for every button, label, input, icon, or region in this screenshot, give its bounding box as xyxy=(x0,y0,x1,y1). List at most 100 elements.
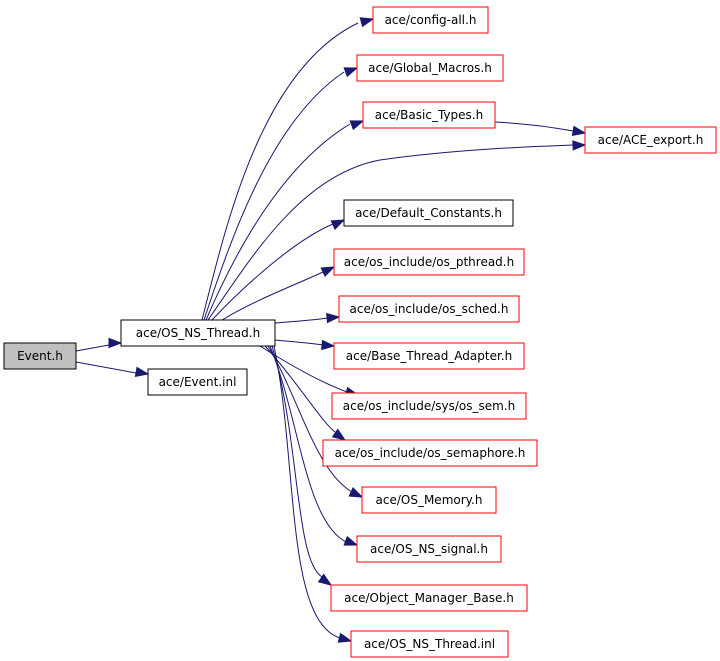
edge-os_ns_thread_h-to-object_manager_base xyxy=(271,345,333,586)
edge-os_ns_thread_h-to-config_all xyxy=(201,17,375,321)
arrowhead-icon xyxy=(320,266,336,278)
node-event-h[interactable]: Event.h xyxy=(3,342,77,370)
arrowhead-icon xyxy=(343,67,359,78)
edge-line xyxy=(201,22,359,321)
node-box[interactable] xyxy=(343,199,514,227)
node-box[interactable] xyxy=(330,584,528,612)
arrowhead-icon xyxy=(572,140,587,151)
edge-line xyxy=(211,223,334,321)
node-box[interactable] xyxy=(584,126,717,154)
arrowhead-icon xyxy=(343,535,359,546)
edge-line xyxy=(259,345,348,393)
arrowhead-icon xyxy=(571,125,587,136)
edge-line xyxy=(494,121,574,132)
node-label[interactable]: ace/Basic_Types.h xyxy=(375,108,483,122)
nodes-layer: Event.h ace/OS_NS_Thread.h ace/Event.inl ac… xyxy=(3,6,717,658)
node-basic-types[interactable]: ace/Basic_Types.h xyxy=(362,101,496,129)
node-os-pthread[interactable]: ace/os_include/os_pthread.h xyxy=(333,248,525,276)
edge-os_ns_thread_h-to-basic_types xyxy=(205,120,365,321)
node-label[interactable]: ace/OS_Memory.h xyxy=(376,493,483,507)
node-label[interactable]: ace/os_include/os_pthread.h xyxy=(344,255,514,269)
node-os-ns-thread-h[interactable]: ace/OS_NS_Thread.h xyxy=(120,319,276,347)
node-label[interactable]: ace/Base_Thread_Adapter.h xyxy=(346,349,512,363)
edge-line xyxy=(271,345,323,578)
node-label[interactable]: ace/ACE_export.h xyxy=(598,133,704,147)
node-label[interactable]: ace/OS_NS_Thread.inl xyxy=(364,637,495,651)
node-label[interactable]: ace/Global_Macros.h xyxy=(368,61,492,75)
edges-layer xyxy=(75,17,587,643)
edge-os_ns_thread_h-to-default_constants xyxy=(211,219,346,321)
arrowhead-icon xyxy=(337,632,353,643)
node-os-memory[interactable]: ace/OS_Memory.h xyxy=(361,486,497,514)
node-label[interactable]: Event.h xyxy=(17,349,63,363)
node-os-sched[interactable]: ace/os_include/os_sched.h xyxy=(338,295,520,323)
edge-os_ns_thread_h-to-os_ns_thread_inl xyxy=(273,345,353,643)
node-box[interactable] xyxy=(333,342,525,370)
arrowhead-icon xyxy=(108,337,123,349)
node-box[interactable] xyxy=(3,342,77,370)
arrowhead-icon xyxy=(348,486,364,498)
node-event-inl[interactable]: ace/Event.inl xyxy=(147,368,248,396)
node-box[interactable] xyxy=(120,319,276,347)
edge-os_ns_thread_h-to-base_thread_adapter xyxy=(274,339,336,351)
arrowhead-icon xyxy=(330,219,346,231)
edge-line xyxy=(273,345,341,639)
edge-event_h-to-os_ns_thread_h xyxy=(75,337,123,352)
edge-os_ns_thread_h-to-os_sched xyxy=(274,312,341,324)
node-box[interactable] xyxy=(350,630,509,658)
edge-os_ns_thread_h-to-ace_export xyxy=(207,140,587,321)
node-base-thread-adapter[interactable]: ace/Base_Thread_Adapter.h xyxy=(333,342,525,370)
arrowhead-icon xyxy=(349,120,365,131)
node-object-manager-base[interactable]: ace/Object_Manager_Base.h xyxy=(330,584,528,612)
arrowhead-icon xyxy=(331,428,347,441)
edge-line xyxy=(205,123,351,321)
node-box[interactable] xyxy=(361,486,497,514)
node-label[interactable]: ace/Object_Manager_Base.h xyxy=(344,591,514,605)
node-label[interactable]: ace/OS_NS_Thread.h xyxy=(136,326,260,340)
edge-line xyxy=(274,339,324,346)
edge-line xyxy=(75,361,137,374)
node-box[interactable] xyxy=(322,439,538,467)
node-global-macros[interactable]: ace/Global_Macros.h xyxy=(356,54,504,82)
edge-line xyxy=(274,317,329,324)
node-box[interactable] xyxy=(372,6,489,34)
node-box[interactable] xyxy=(333,248,525,276)
node-box[interactable] xyxy=(362,101,496,129)
node-ace-export[interactable]: ace/ACE_export.h xyxy=(584,126,717,154)
edge-event_h-to-event_inl xyxy=(75,361,150,377)
edge-line xyxy=(203,71,345,321)
node-config-all[interactable]: ace/config-all.h xyxy=(372,6,489,34)
arrowhead-icon xyxy=(321,339,336,351)
edge-os_ns_thread_h-to-os_pthread xyxy=(221,266,336,321)
edge-os_ns_thread_h-to-os_ns_signal xyxy=(269,345,359,546)
node-default-constants[interactable]: ace/Default_Constants.h xyxy=(343,199,514,227)
node-os-sem[interactable]: ace/os_include/sys/os_sem.h xyxy=(331,392,527,420)
node-label[interactable]: ace/config-all.h xyxy=(385,13,477,27)
edge-os_ns_thread_h-to-os_memory xyxy=(267,345,364,498)
node-box[interactable] xyxy=(147,368,248,396)
node-label[interactable]: ace/os_include/os_semaphore.h xyxy=(335,446,526,460)
node-os-ns-signal[interactable]: ace/OS_NS_signal.h xyxy=(356,535,502,563)
edge-line xyxy=(207,144,574,321)
node-os-semaphore[interactable]: ace/os_include/os_semaphore.h xyxy=(322,439,538,467)
arrowhead-icon xyxy=(326,312,341,324)
node-box[interactable] xyxy=(338,295,520,323)
edge-line xyxy=(75,344,110,352)
node-label[interactable]: ace/os_include/sys/os_sem.h xyxy=(343,399,515,413)
arrowhead-icon xyxy=(317,573,333,586)
node-label[interactable]: ace/Default_Constants.h xyxy=(355,206,502,220)
node-box[interactable] xyxy=(331,392,527,420)
node-label[interactable]: ace/OS_NS_signal.h xyxy=(370,542,488,556)
node-label[interactable]: ace/Event.inl xyxy=(159,375,237,389)
node-os-ns-thread-inl[interactable]: ace/OS_NS_Thread.inl xyxy=(350,630,509,658)
arrowhead-icon xyxy=(134,366,150,377)
edge-line xyxy=(267,345,353,493)
node-box[interactable] xyxy=(356,535,502,563)
edge-line xyxy=(269,345,347,543)
node-box[interactable] xyxy=(356,54,504,82)
edge-os_ns_thread_h-to-global_macros xyxy=(203,67,359,321)
arrowhead-icon xyxy=(359,17,375,28)
node-label[interactable]: ace/os_include/os_sched.h xyxy=(350,302,509,316)
